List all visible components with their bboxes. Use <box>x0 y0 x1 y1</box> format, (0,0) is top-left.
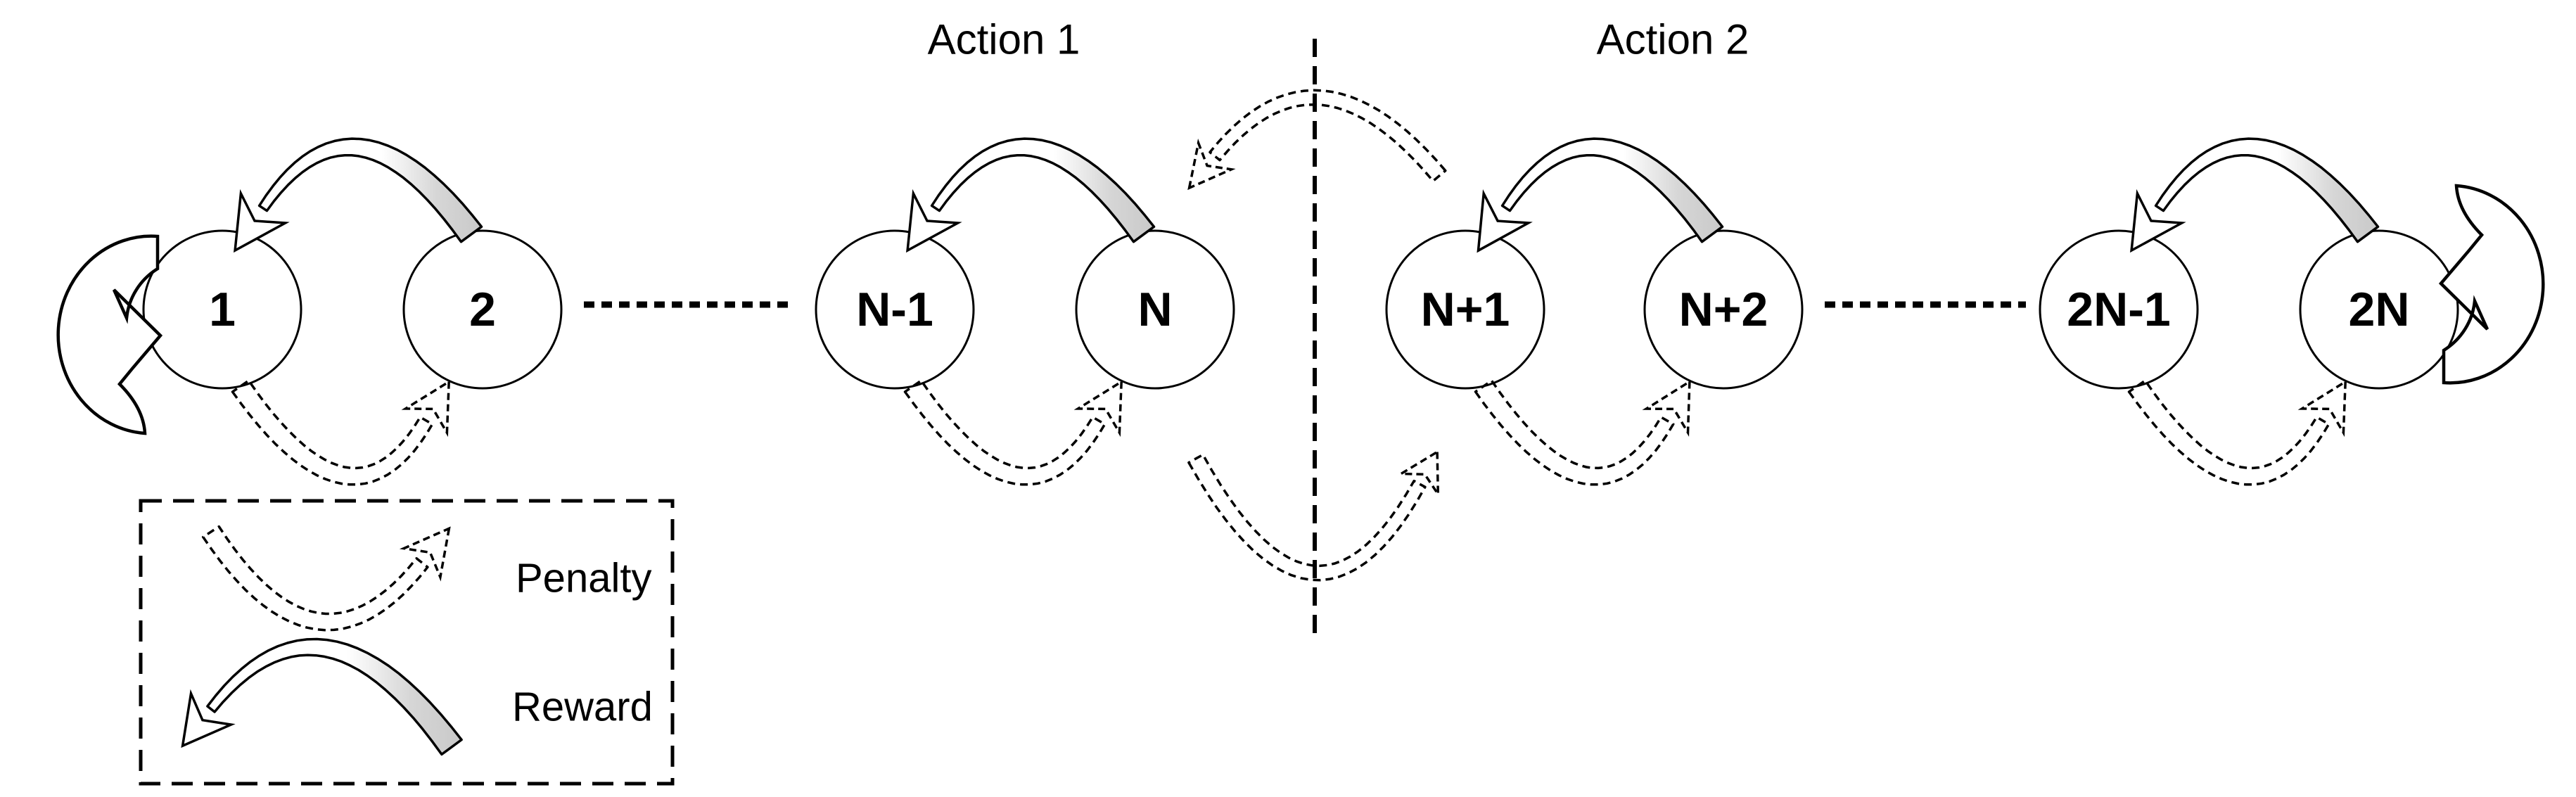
state-label-2N: 2N <box>2349 283 2410 336</box>
reward-arc <box>906 137 1156 253</box>
legend-label-reward: Reward <box>512 684 653 730</box>
reward-arc-head <box>1477 189 1533 253</box>
state-circle-1 <box>142 229 302 390</box>
state-circle-N <box>1075 229 1235 390</box>
state-label-N: N <box>1137 283 1172 336</box>
penalty-arc <box>231 379 451 486</box>
state-node-N+2: N+2 <box>1643 229 1804 390</box>
reward-arc <box>1477 137 1724 253</box>
reward-arrow-icon-head <box>181 689 236 748</box>
state-circle-N+2 <box>1643 229 1804 390</box>
state-label-2: 2 <box>469 283 496 336</box>
reward-arc <box>234 137 483 253</box>
state-label-1: 1 <box>209 283 236 336</box>
state-node-1: 1 <box>142 229 302 390</box>
legend-symbols <box>181 525 463 756</box>
penalty-arc <box>903 379 1123 486</box>
state-node-N: N <box>1075 229 1235 390</box>
reward-arc <box>2130 137 2380 253</box>
penalty-arc-head <box>1642 379 1691 437</box>
state-label-2N-1: 2N-1 <box>2067 283 2170 336</box>
self-loop-arrow-state-1 <box>56 234 163 435</box>
self-loop-arrow-state-2N <box>2438 184 2545 385</box>
transition-arc-top <box>1187 89 1447 191</box>
state-label-N+1: N+1 <box>1421 283 1510 336</box>
legend-box <box>139 499 675 786</box>
state-node-N+1: N+1 <box>1385 229 1545 390</box>
penalty-arc <box>2127 379 2347 486</box>
state-label-N-1: N-1 <box>856 283 933 336</box>
action-1-label: Action 1 <box>928 16 1080 63</box>
penalty-arrow-icon-head <box>399 526 451 582</box>
penalty-arc-head <box>1073 379 1123 438</box>
penalty-arc-head <box>2297 379 2347 438</box>
transition-arc-top-head <box>1187 138 1236 191</box>
reward-arrow-icon <box>181 637 463 756</box>
state-circle-2N <box>2299 229 2459 390</box>
transition-arc-bottom <box>1187 449 1440 582</box>
action-2-label: Action 2 <box>1597 16 1749 63</box>
penalty-arc <box>1474 379 1691 486</box>
reward-arc-head <box>2130 189 2186 253</box>
state-circle-N+1 <box>1385 229 1545 390</box>
state-circle-2N-1 <box>2039 229 2199 390</box>
state-node-2N-1: 2N-1 <box>2039 229 2199 390</box>
state-node-2N: 2N <box>2299 229 2459 390</box>
penalty-arc-head <box>401 379 451 438</box>
transition-arc-bottom-head <box>1396 449 1440 499</box>
state-label-N+2: N+2 <box>1679 283 1768 336</box>
reward-arc-head <box>234 189 290 253</box>
reward-arc-head <box>906 189 962 253</box>
state-node-2: 2 <box>402 229 563 390</box>
legend-label-penalty: Penalty <box>516 556 651 601</box>
state-circle-N-1 <box>815 229 975 390</box>
state-node-N-1: N-1 <box>815 229 975 390</box>
state-circle-2 <box>402 229 563 390</box>
penalty-arrow-icon <box>201 525 451 632</box>
